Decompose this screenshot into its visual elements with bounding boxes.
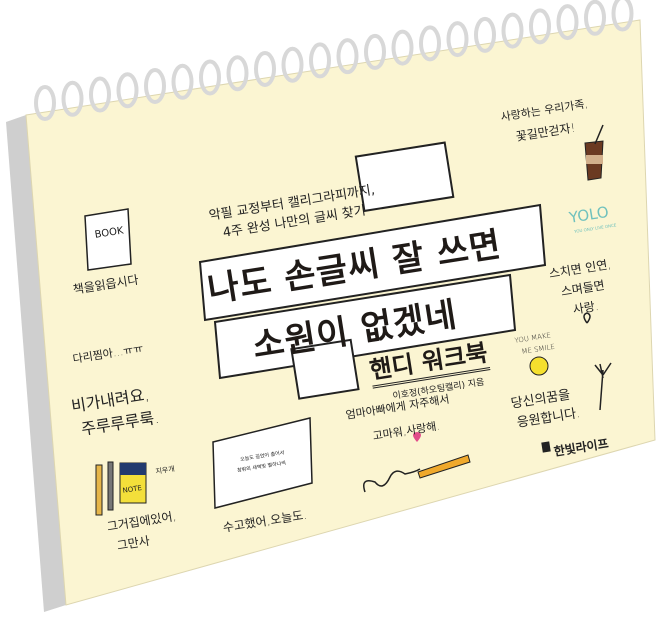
spiral-ring <box>501 12 524 49</box>
spiral-ring <box>144 68 166 105</box>
note-doodle <box>95 461 147 516</box>
spiral-ring <box>446 21 469 58</box>
spiral-ring <box>474 16 496 53</box>
spiral-ring <box>309 42 331 79</box>
coffee-cup-icon <box>584 124 604 181</box>
spiral-ring <box>61 80 84 117</box>
spiral-ring <box>611 0 634 32</box>
spiral-ring <box>556 4 579 41</box>
spiral-ring <box>419 25 441 62</box>
title-ribbon <box>198 141 547 400</box>
music-player-doodle <box>212 417 313 509</box>
heart-icon <box>583 312 591 324</box>
hand-tree-icon <box>594 362 612 411</box>
pencil-icon <box>417 454 471 479</box>
spiral-ring <box>171 63 194 100</box>
spiral-ring <box>199 59 221 96</box>
spiral-ring <box>34 85 56 122</box>
spiral-ring <box>364 33 386 70</box>
book-doodle <box>84 208 132 271</box>
spiral-ring <box>254 50 276 87</box>
spiral-binding <box>34 0 634 122</box>
spiral-ring <box>391 29 414 66</box>
spiral-ring <box>281 46 304 83</box>
spiral-ring <box>89 76 111 113</box>
publisher-logo-icon <box>541 441 551 453</box>
spiral-ring <box>529 8 551 45</box>
pink-heart-icon <box>413 432 421 442</box>
spiral-ring <box>336 38 359 75</box>
spiral-ring <box>584 0 606 36</box>
book-edge <box>6 115 66 612</box>
smile-face-icon <box>529 356 549 376</box>
spiral-ring <box>116 72 139 109</box>
squiggle-line <box>363 468 421 493</box>
spiral-ring <box>226 55 249 92</box>
